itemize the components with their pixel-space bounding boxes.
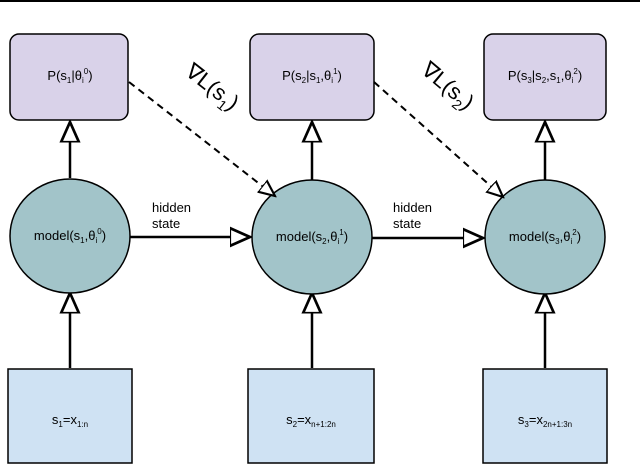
top-border-line — [0, 0, 640, 2]
edge-gradient-2 — [373, 81, 503, 197]
gradient-label-1: ∇L(s1) — [178, 58, 244, 119]
prob-node-1-label: P(s1|θi0) — [47, 67, 92, 85]
column-2: P(s2|s1,θi1) model(s2,θi1) s2=xn+1:2n — [247, 33, 375, 464]
column-3: P(s3|s2,s1,θi2) model(s3,θi2) s3=x2n+1:3… — [482, 33, 608, 464]
input-node-3 — [482, 368, 608, 464]
prob-node-1 — [9, 33, 129, 121]
prob-node-3 — [483, 33, 607, 121]
model-node-3-label: model(s3,θi2) — [509, 228, 581, 246]
edge-gradient-1 — [128, 81, 275, 196]
hidden-state-label-2: hidden state — [393, 200, 436, 231]
prob-node-2-label: P(s2|s1,θi1) — [282, 67, 342, 85]
input-node-2 — [247, 368, 375, 464]
input-node-1-label: s1=x1:n — [52, 412, 88, 429]
model-node-1-label: model(s1,θi0) — [34, 227, 106, 245]
prob-node-3-label: P(s3|s2,s1,θi2) — [508, 67, 582, 85]
input-node-2-label: s2=xn+1:2n — [286, 412, 336, 429]
model-node-2-label: model(s2,θi1) — [276, 228, 348, 246]
input-node-1 — [7, 368, 133, 464]
hidden-state-label-1: hidden state — [152, 200, 195, 231]
prob-node-2 — [249, 33, 375, 121]
input-node-3-label: s3=x2n+1:3n — [518, 412, 572, 429]
gradient-label-2: ∇L(s2) — [413, 56, 479, 118]
column-1: P(s1|θi0) model(s1,θi0) s1=x1:n — [7, 33, 133, 464]
